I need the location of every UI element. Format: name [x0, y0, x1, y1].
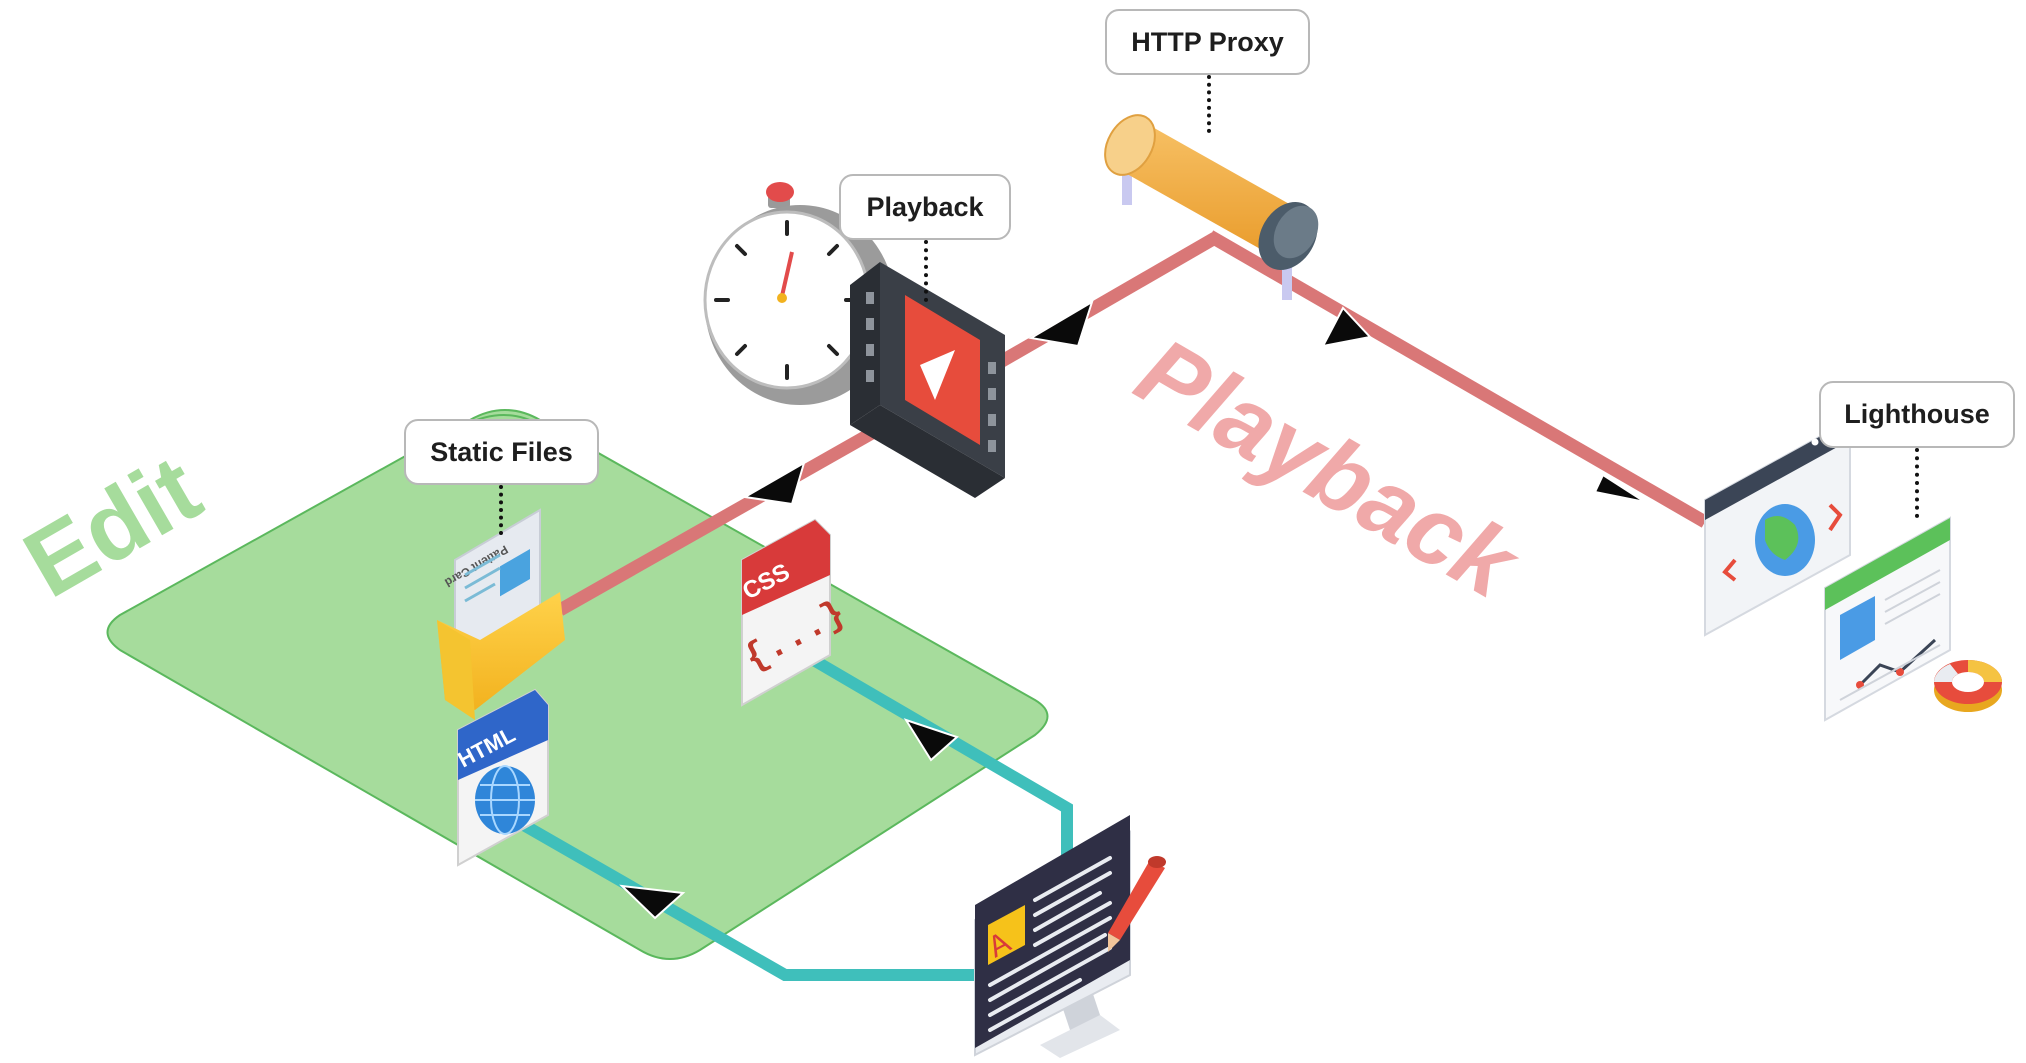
flow-line-proxy-to-lighthouse	[1206, 230, 1709, 528]
flow-line-files-to-player	[556, 414, 899, 616]
static-files-callout: Static Files	[404, 419, 599, 485]
css-file-icon: CSS {...}	[738, 518, 853, 707]
http-proxy-callout: HTTP Proxy	[1105, 9, 1310, 75]
leader-playback	[924, 240, 928, 302]
leader-lighthouse	[1915, 448, 1919, 518]
flow-line-editor-to-css	[801, 649, 1073, 862]
report-window-icon	[1824, 516, 1951, 722]
lighthouse-callout: Lighthouse	[1819, 381, 2015, 448]
leader-static-files	[499, 485, 503, 535]
playback-flow	[556, 230, 1709, 616]
arrowhead-to-html	[619, 884, 686, 920]
flow-line-player-to-proxy	[986, 232, 1219, 374]
leader-http-proxy	[1207, 75, 1211, 133]
edit-flow	[512, 649, 1073, 981]
arrowhead-to-css	[903, 718, 959, 762]
folder-icon: Patient Card	[437, 508, 565, 720]
playback-callout: Playback	[839, 174, 1011, 240]
stopwatch-icon	[703, 182, 895, 405]
arrowhead-to-player-upper	[1028, 299, 1094, 348]
proxy-pipe-icon	[1104, 114, 1319, 300]
flow-line-editor-to-html	[512, 814, 975, 981]
arrowhead-from-proxy	[1321, 306, 1372, 348]
editor-monitor-icon: A	[974, 815, 1166, 1058]
pencil-icon	[1108, 856, 1166, 952]
edit-zone-platform	[106, 409, 1049, 960]
donut-chart-icon	[1934, 660, 2002, 712]
flow-arrowheads	[619, 299, 1646, 920]
html-file-icon: HTML	[454, 688, 549, 867]
playback-zone-label: Playback	[1120, 318, 1538, 621]
arrowhead-to-lighthouse	[1593, 473, 1646, 503]
arrowhead-to-player-lower	[742, 460, 806, 506]
video-playback-icon	[850, 262, 1005, 498]
